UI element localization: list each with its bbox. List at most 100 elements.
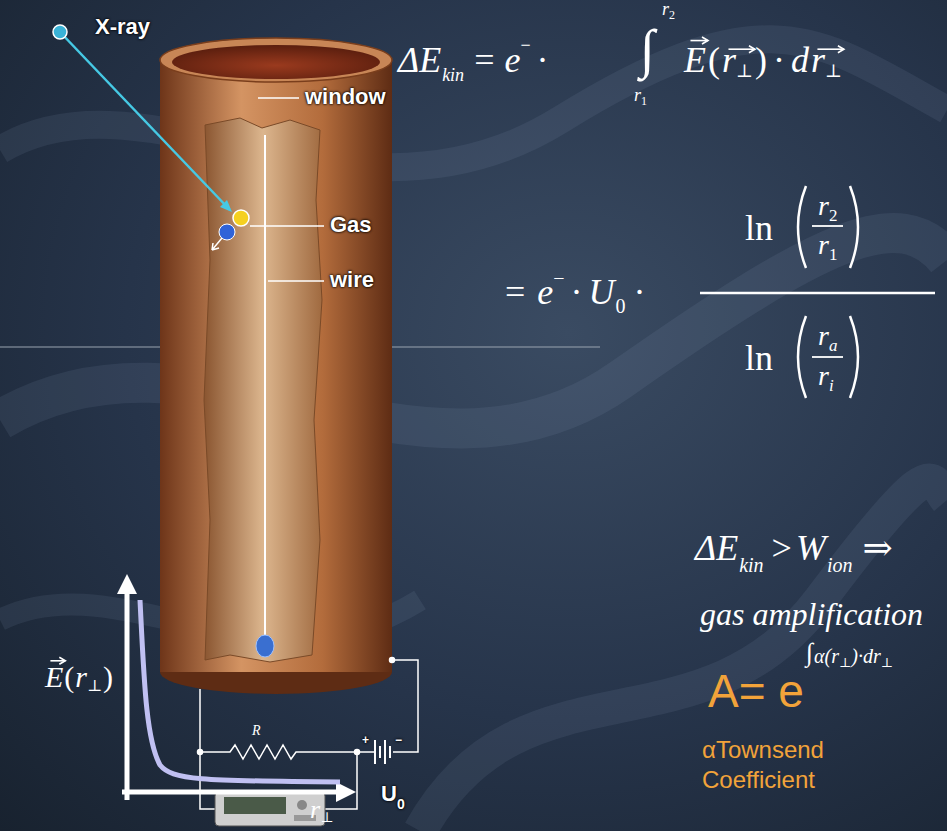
readout-circuit [198,658,419,810]
axis-arrowhead [336,782,356,802]
ion [233,210,249,226]
junction-dot [390,658,395,663]
counter-tube [160,38,392,694]
formula-term: − [553,268,564,288]
axis-line [122,790,340,795]
formula-term: r [634,86,641,104]
leader-line [268,280,324,282]
formula-term: a [829,337,838,354]
meter-display [224,797,286,814]
axis-label: ⊥ [87,678,102,694]
tube-rim [160,38,392,82]
meter-knob [297,800,307,810]
field-curve [140,600,340,782]
gain-formula: ⊥ [881,656,893,669]
formula-term: ln [745,210,773,246]
x-ray-path [60,32,230,210]
gain-formula: A= e [708,668,804,714]
leader-lines [250,98,324,281]
polarity-sign: + [362,734,369,746]
formula-term: ion [827,555,853,575]
fraction-marks [700,186,935,398]
battery-symbol [375,740,390,764]
formula-term: 2 [669,9,675,21]
meter-icon [215,792,325,826]
formula-term: e [537,274,553,310]
formula-term: 1 [829,246,838,263]
formula-term: 2 [829,207,838,224]
gain-formula: α(r [814,646,839,666]
axis-label: ( [64,662,74,692]
axis-label: ⊥ [320,811,333,825]
formula-term: = [505,274,525,310]
formula-term: · [773,42,785,78]
coefficient-label: Coefficient [702,768,815,792]
junction-dot [198,750,203,755]
coefficient-label: αTownsend [702,738,824,762]
formula-term: ΔE [695,530,738,566]
battery-plate [379,746,381,758]
part-label: X-ray [95,16,150,38]
formula-term: d [791,42,809,78]
x-ray-arrowhead [220,200,232,212]
swirl [0,39,947,167]
formula-term: e [504,42,520,78]
formula-term: ΔE [398,42,441,78]
parenthesis [850,316,858,398]
formula-term: > [772,530,792,566]
formula-term: = [474,42,494,78]
formula-note: gas amplification [700,598,923,630]
formula-term: ) [755,42,767,78]
parenthesis [850,186,858,268]
x-ray-track [53,25,249,250]
formula-term: r [722,42,736,78]
gain-formula: ∫ [806,640,813,666]
vector-arrow-head [749,46,755,53]
charge-drop [256,635,274,657]
formula-term: · [571,274,583,310]
part-label: wire [330,269,374,291]
formula-term: kin [442,66,464,84]
battery-plate [389,746,391,758]
leader-line [258,97,299,99]
formula-term: · [634,274,646,310]
voltage-label: U [381,783,397,805]
formula-term: 1 [641,95,647,107]
vector-arrow-head [838,46,844,53]
formula-term: r [818,192,829,220]
wire-line [392,660,418,752]
battery-plate [374,740,376,764]
formula-term: r [818,231,829,259]
parenthesis [798,186,806,268]
meter-body [215,792,325,826]
drift-arrow [212,238,222,250]
axis-label: E [45,662,63,692]
formula-term: r [662,0,669,18]
field-plot [117,574,356,802]
axis-line [125,588,130,800]
formula-term: U [589,274,615,310]
axis-arrowhead [117,574,137,594]
gain-formula: )·dr [851,646,880,666]
background-swirls [0,39,947,831]
tube-body [160,60,392,672]
fraction-bar [812,225,843,227]
photon-dot [53,25,67,39]
resistor-symbol [200,745,374,759]
formula-term: r [811,42,825,78]
formula-term: ln [745,340,773,376]
formula-term: r [818,362,829,390]
fraction-bar [700,292,935,295]
formula-term: E [684,42,706,78]
axis-label: r [75,662,87,692]
formula-term: ⊥ [825,62,842,80]
formula-term: kin [739,555,763,575]
polarity-sign: − [395,734,402,746]
leader-line [250,225,324,227]
parenthesis [798,316,806,398]
fraction-bar [812,356,843,358]
formula-term: ( [708,42,720,78]
